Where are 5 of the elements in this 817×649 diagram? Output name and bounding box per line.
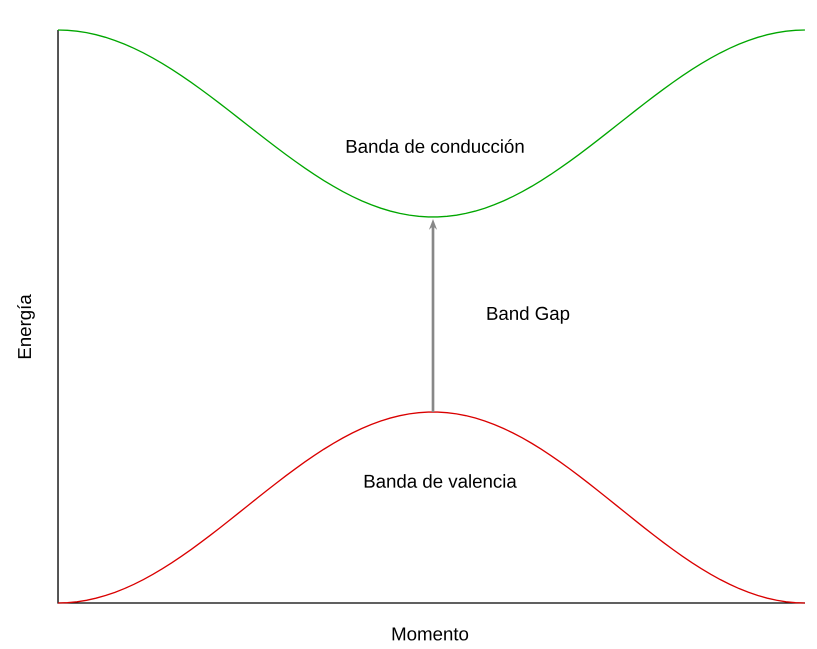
band-label: Banda de valencia <box>364 474 517 488</box>
band-label: Banda de conducción <box>346 139 524 153</box>
axis-label: Momento <box>392 627 468 640</box>
edge-label: Band Gap <box>488 306 570 324</box>
axis-label: Energía <box>17 294 35 358</box>
